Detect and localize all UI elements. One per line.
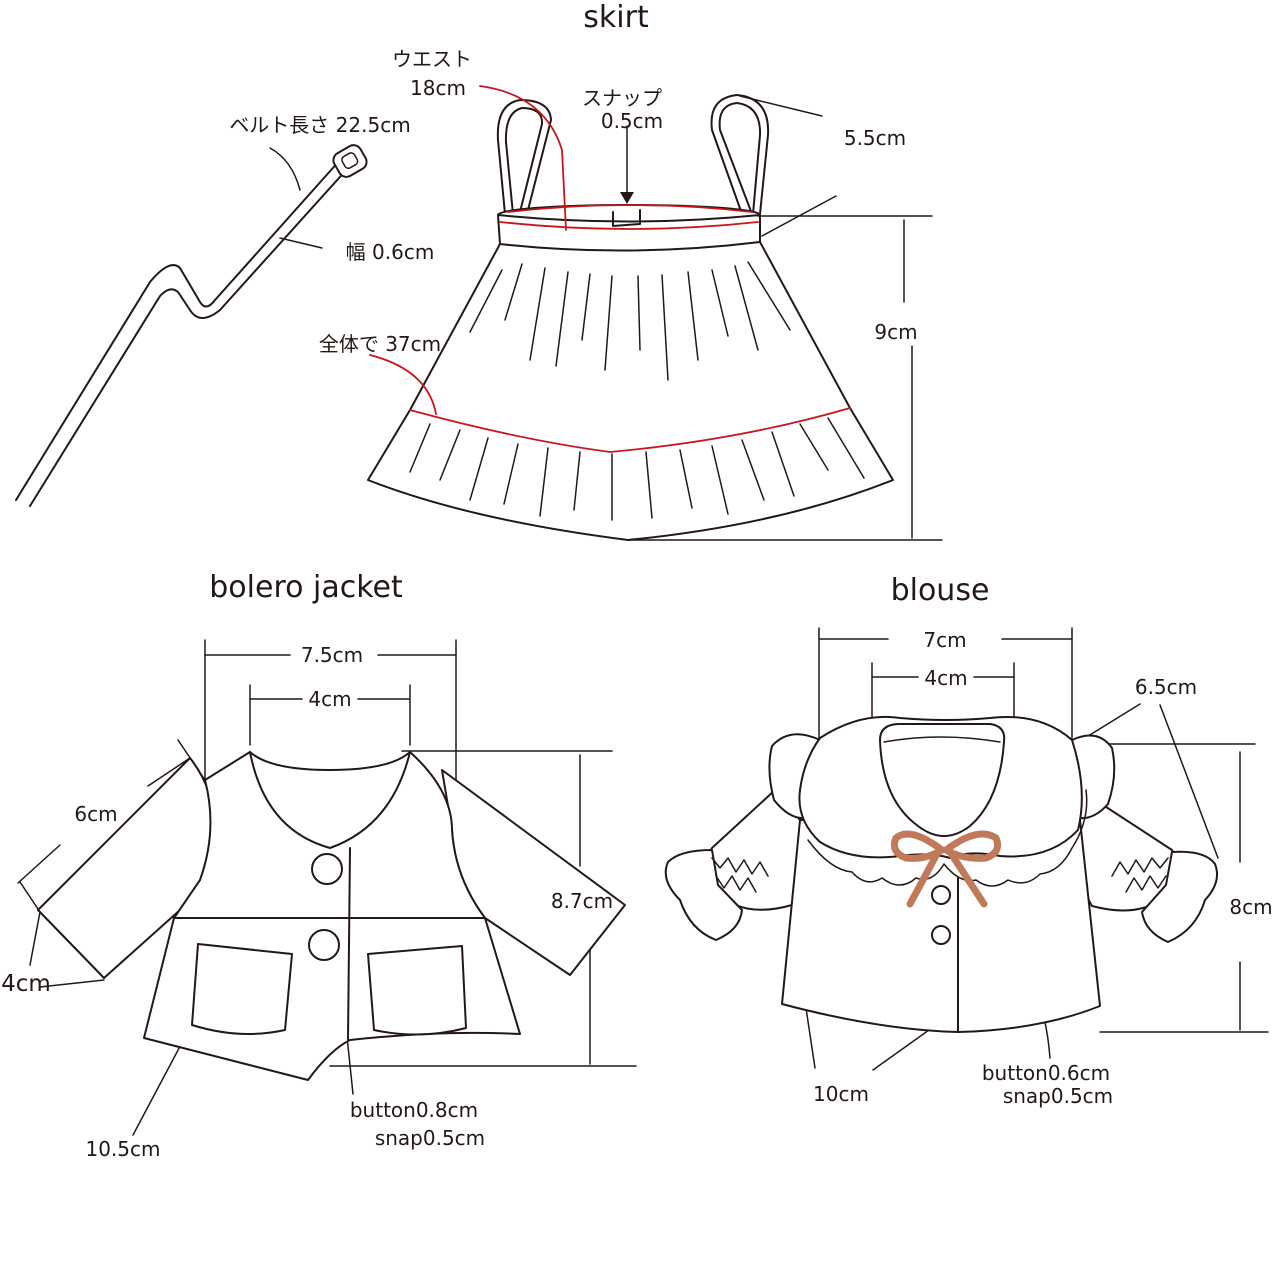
blouse-right-sleeve [1078, 789, 1218, 943]
blouse-section: blouse [664, 573, 1273, 1108]
bolero-cuff-label: 4cm [1, 971, 51, 997]
snap-value-label: 0.5cm [601, 109, 663, 133]
blouse-neck-opening [879, 723, 1006, 837]
bolero-button-lower [308, 929, 340, 961]
belt-illustration [15, 144, 368, 507]
blouse-button-upper [931, 885, 951, 905]
skirt-waistband [497, 204, 761, 252]
bolero-hem-label: 10.5cm [85, 1137, 160, 1161]
blouse-length-label: 8cm [1229, 895, 1272, 919]
skirt-length-label: 9cm [874, 320, 917, 344]
bolero-title: bolero jacket [209, 570, 403, 605]
bolero-left-pocket [191, 943, 293, 1035]
bolero-sleeve-length-label: 6cm [74, 802, 117, 826]
blouse-left-sleeve [664, 789, 804, 941]
skirt-title: skirt [583, 0, 649, 35]
bolero-right-pocket [367, 945, 467, 1036]
blouse-hem-label: 10cm [813, 1082, 869, 1106]
blouse-sleeve-label: 6.5cm [1135, 675, 1197, 699]
bolero-neck-label: 4cm [308, 687, 351, 711]
bolero-snap-label: snap0.5cm [375, 1126, 485, 1150]
blouse-snap-label: snap0.5cm [1003, 1084, 1113, 1108]
blouse-width-label: 7cm [923, 628, 966, 652]
bolero-length-label: 8.7cm [551, 889, 613, 913]
bolero-button-label: button0.8cm [350, 1098, 478, 1122]
ribbon-bow [890, 830, 1002, 908]
skirt-body [367, 241, 894, 541]
bolero-width-label: 7.5cm [301, 643, 363, 667]
bolero-dimensions [17, 639, 637, 1136]
blouse-button-lower [931, 925, 951, 945]
belt-width-label: 幅 0.6cm [346, 240, 435, 264]
bolero-section: bolero jacket [1, 570, 637, 1161]
bolero-button-upper [311, 853, 343, 885]
blouse-title: blouse [891, 573, 990, 608]
skirt-straps [496, 94, 770, 215]
snap-name-label: スナップ [582, 86, 662, 110]
skirt-section: skirt [15, 0, 943, 541]
waist-value-label: 18cm [410, 76, 466, 100]
blouse-button-label: button0.6cm [982, 1061, 1110, 1085]
blouse-neck-label: 4cm [924, 666, 967, 690]
waist-name-label: ウエスト [392, 47, 472, 71]
belt-length-label: ベルト長さ 22.5cm [229, 113, 410, 137]
skirt-callouts [269, 85, 943, 541]
strap-label: 5.5cm [844, 126, 906, 150]
hem-total-label: 全体で 37cm [319, 332, 441, 356]
